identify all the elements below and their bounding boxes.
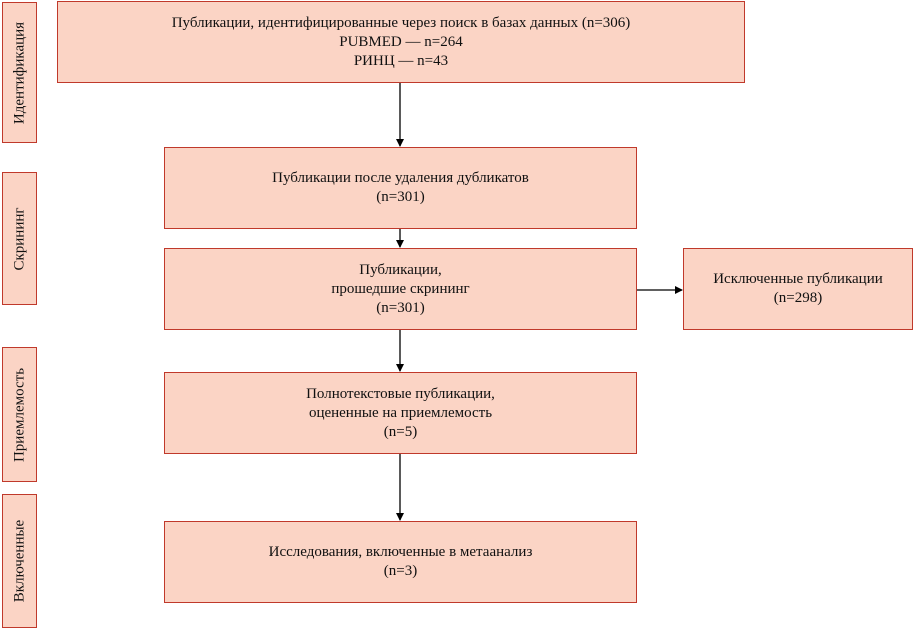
box-identified: Публикации, идентифицированные через пои…: [57, 1, 745, 83]
eligibility-count: (n=5): [383, 423, 418, 440]
included-text: Исследования, включенные в метаанализ: [268, 544, 533, 560]
box-screened: Публикации, прошедшие скрининг (n=301): [164, 248, 637, 330]
box-included: Исследования, включенные в метаанализ (n…: [164, 521, 637, 603]
eligibility-text-1: Полнотекстовые публикации,: [306, 385, 495, 402]
identified-pubmed: PUBMED — n=264: [339, 33, 463, 50]
deduplicated-text: Публикации после удаления дубликатов: [272, 170, 529, 186]
deduplicated-count: (n=301): [376, 189, 425, 205]
excluded-count: (n=298): [773, 290, 823, 306]
eligibility-text-2: оцененные на приемлемость: [308, 404, 493, 421]
screened-text-1: Публикации,: [359, 261, 442, 278]
stage-screening: Скрининг: [2, 172, 37, 305]
identified-text: Публикации, идентифицированные через пои…: [171, 14, 631, 31]
screened-text-2: прошедшие скрининг: [331, 280, 470, 297]
box-deduplicated: Публикации после удаления дубликатов (n=…: [164, 147, 637, 229]
stage-identification: Идентификация: [2, 2, 37, 143]
box-excluded: Исключенные публикации (n=298): [683, 248, 913, 330]
included-count: (n=3): [383, 563, 418, 579]
excluded-text: Исключенные публикации: [713, 271, 883, 287]
screened-count: (n=301): [376, 299, 425, 316]
identified-rinc: РИНЦ — n=43: [353, 52, 449, 69]
box-eligibility: Полнотекстовые публикации, оцененные на …: [164, 372, 637, 454]
stage-eligibility: Приемлемость: [2, 347, 37, 482]
stage-included: Включенные: [2, 494, 37, 628]
